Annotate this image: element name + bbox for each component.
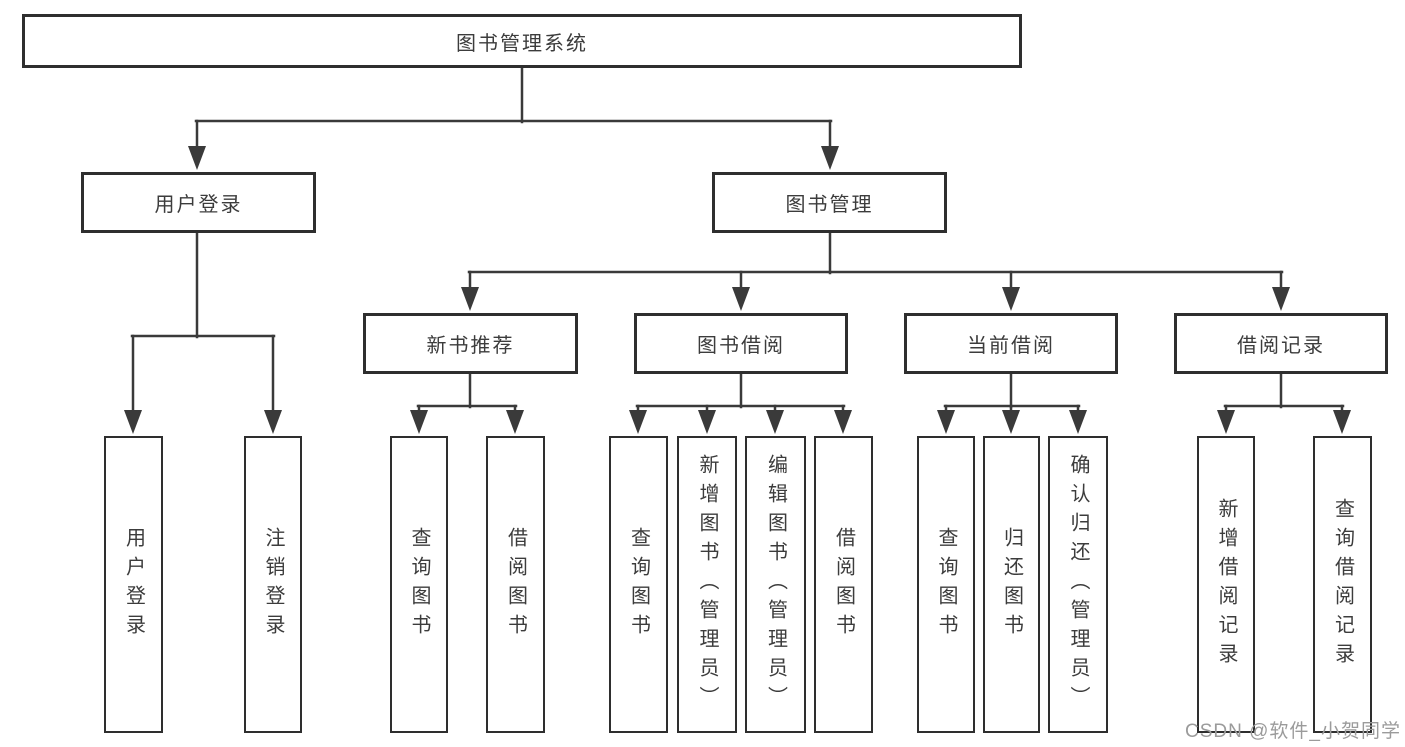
arrow-down-icon [1002,410,1020,434]
leaf-recommend-borrow-books-label: 借阅图书 [504,526,527,643]
connector-root [188,66,839,170]
connector-book-management [461,231,1290,311]
leaf-return-book: 归还图书 [983,436,1040,733]
leaf-borrow-query-books-label: 查询图书 [627,526,650,643]
arrow-down-icon [1333,410,1351,434]
arrow-down-icon [1217,410,1235,434]
arrow-down-icon [1069,410,1087,434]
node-borrow-records-label: 借阅记录 [1237,335,1325,357]
connector-current-borrow [937,372,1087,434]
node-new-book-recommend-label: 新书推荐 [426,335,515,357]
arrow-down-icon [821,146,839,170]
node-borrow-records: 借阅记录 [1174,313,1388,374]
connector-user-login [124,231,282,434]
arrow-down-icon [732,287,750,311]
node-book-management: 图书管理 [712,172,947,233]
arrow-down-icon [1002,287,1020,311]
leaf-return-book-label: 归还图书 [1000,526,1023,643]
node-user-login: 用户登录 [81,172,316,233]
arrow-down-icon [698,410,716,434]
connector-book-borrow [629,372,852,434]
leaf-confirm-return-admin-label: 确认归还（管理员） [1067,454,1089,715]
node-current-borrow-label: 当前借阅 [967,335,1055,357]
arrow-down-icon [766,410,784,434]
node-current-borrow: 当前借阅 [904,313,1118,374]
arrow-down-icon [188,146,206,170]
leaf-user-login: 用户登录 [104,436,163,733]
arrow-down-icon [937,410,955,434]
node-book-borrow-label: 图书借阅 [697,335,785,357]
leaf-recommend-borrow-books: 借阅图书 [486,436,545,733]
leaf-add-borrow-record-label: 新增借阅记录 [1215,497,1237,672]
leaf-query-borrow-record: 查询借阅记录 [1313,436,1372,733]
arrow-down-icon [506,410,524,434]
arrow-down-icon [124,410,142,434]
leaf-add-book-admin: 新增图书（管理员） [677,436,737,733]
arrow-down-icon [629,410,647,434]
leaf-logout: 注销登录 [244,436,302,733]
connector-borrow-records [1217,372,1351,434]
arrow-down-icon [834,410,852,434]
leaf-recommend-query-books: 查询图书 [390,436,448,733]
arrow-down-icon [410,410,428,434]
node-book-borrow: 图书借阅 [634,313,848,374]
node-book-management-label: 图书管理 [785,194,874,216]
arrow-down-icon [1272,287,1290,311]
leaf-add-book-admin-label: 新增图书（管理员） [696,454,718,715]
connector-new-book-recommend [410,372,524,434]
node-user-login-label: 用户登录 [154,194,243,216]
leaf-recommend-query-books-label: 查询图书 [408,526,430,643]
leaf-borrow-query-books: 查询图书 [609,436,668,733]
leaf-confirm-return-admin: 确认归还（管理员） [1048,436,1108,733]
arrow-down-icon [461,287,479,311]
leaf-edit-book-admin: 编辑图书（管理员） [745,436,806,733]
leaf-edit-book-admin-label: 编辑图书（管理员） [764,454,787,715]
leaf-logout-label: 注销登录 [262,526,284,643]
leaf-borrow-books: 借阅图书 [814,436,873,733]
leaf-current-query-books-label: 查询图书 [935,526,957,643]
watermark: CSDN @软件_小贺同学 [1185,721,1401,742]
node-root-label: 图书管理系统 [456,32,588,55]
leaf-user-login-label: 用户登录 [122,526,145,643]
node-new-book-recommend: 新书推荐 [363,313,578,374]
arrow-down-icon [264,410,282,434]
node-root: 图书管理系统 [22,14,1022,68]
leaf-query-borrow-record-label: 查询借阅记录 [1331,497,1354,672]
leaf-borrow-books-label: 借阅图书 [832,526,855,643]
leaf-add-borrow-record: 新增借阅记录 [1197,436,1255,733]
leaf-current-query-books: 查询图书 [917,436,975,733]
